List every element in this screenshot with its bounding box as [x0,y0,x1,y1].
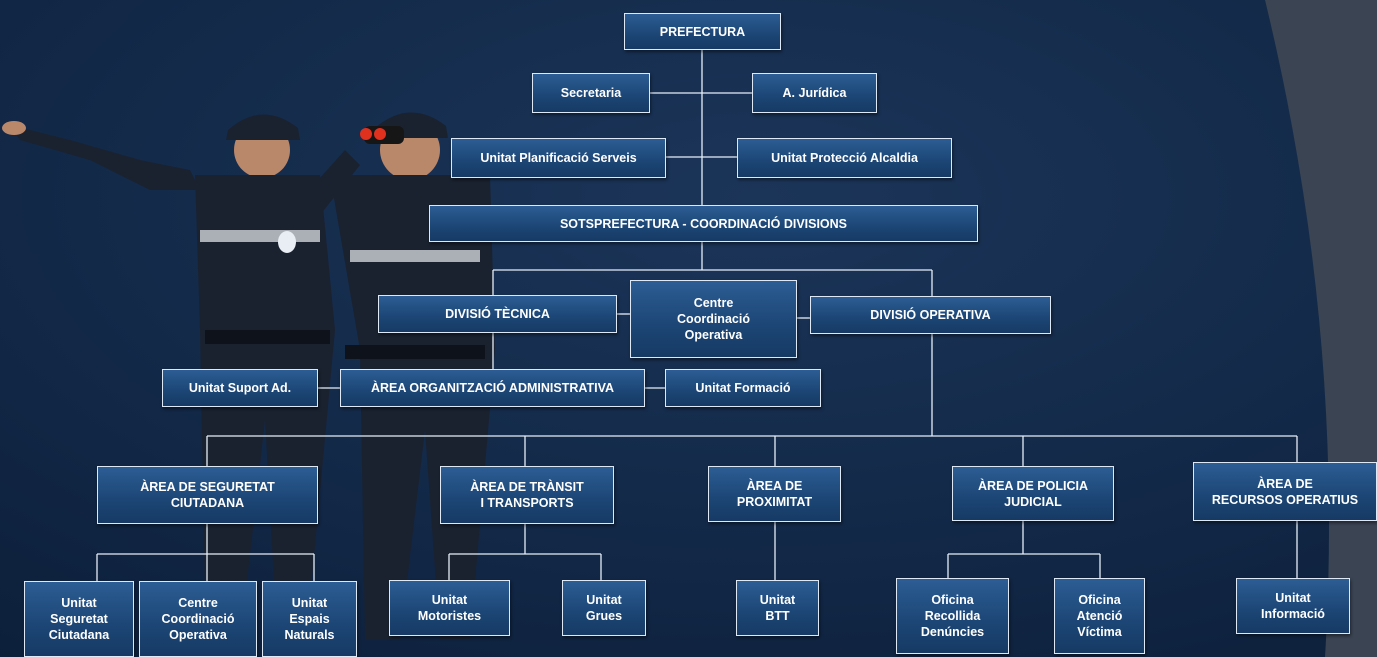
node-area-proximitat[interactable]: ÀREA DE PROXIMITAT [708,466,841,522]
node-proteccio[interactable]: Unitat Protecció Alcaldia [737,138,952,178]
node-suport-ad[interactable]: Unitat Suport Ad. [162,369,318,407]
node-formacio[interactable]: Unitat Formació [665,369,821,407]
node-unitat-seguretat[interactable]: Unitat Seguretat Ciutadana [24,581,134,657]
node-area-judicial[interactable]: ÀREA DE POLICIA JUDICIAL [952,466,1114,521]
node-divisio-tecnica[interactable]: DIVISIÓ TÈCNICA [378,295,617,333]
node-area-organitzacio[interactable]: ÀREA ORGANITZACIÓ ADMINISTRATIVA [340,369,645,407]
node-unitat-espais[interactable]: Unitat Espais Naturals [262,581,357,657]
node-sotsprefectura[interactable]: SOTSPREFECTURA - COORDINACIÓ DIVISIONS [429,205,978,242]
node-planificacio[interactable]: Unitat Planificació Serveis [451,138,666,178]
node-unitat-centre[interactable]: Centre Coordinació Operativa [139,581,257,657]
node-divisio-operativa[interactable]: DIVISIÓ OPERATIVA [810,296,1051,334]
node-unitat-motoristes[interactable]: Unitat Motoristes [389,580,510,636]
node-area-seguretat[interactable]: ÀREA DE SEGURETAT CIUTADANA [97,466,318,524]
node-secretaria[interactable]: Secretaria [532,73,650,113]
node-unitat-informacio[interactable]: Unitat Informació [1236,578,1350,634]
node-area-recursos[interactable]: ÀREA DE RECURSOS OPERATIUS [1193,462,1377,521]
node-unitat-grues[interactable]: Unitat Grues [562,580,646,636]
node-prefectura[interactable]: PREFECTURA [624,13,781,50]
node-centre-coordinacio[interactable]: Centre Coordinació Operativa [630,280,797,358]
node-oficina-victima[interactable]: Oficina Atenció Víctima [1054,578,1145,654]
node-oficina-recollida[interactable]: Oficina Recollida Denúncies [896,578,1009,654]
node-unitat-btt[interactable]: Unitat BTT [736,580,819,636]
node-juridica[interactable]: A. Jurídica [752,73,877,113]
node-area-transit[interactable]: ÀREA DE TRÀNSIT I TRANSPORTS [440,466,614,524]
